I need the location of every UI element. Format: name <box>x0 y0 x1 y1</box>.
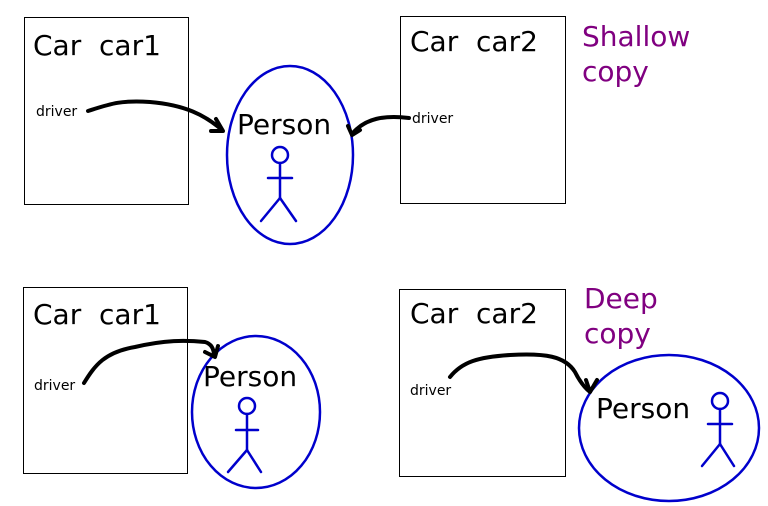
shallow-car2-driver-field: driver <box>412 111 453 127</box>
deep-person-2-ellipse <box>577 353 761 503</box>
shallow-car1-title: Car car1 <box>33 29 161 62</box>
deep-car2-driver-field: driver <box>410 383 451 399</box>
shallow-car2-box: Car car2 driver <box>400 16 566 204</box>
shallow-shared-person: Person <box>225 64 355 246</box>
deep-car1-driver-arrow <box>82 338 220 385</box>
deep-caption-line1: Deep <box>584 282 658 315</box>
deep-person-2: Person <box>577 353 761 503</box>
deep-copy-section: Car car1 driver Car car2 driver Person P <box>23 282 761 503</box>
deep-person-2-label: Person <box>596 392 690 425</box>
deep-car2-box: Car car2 driver <box>399 289 566 477</box>
shallow-person-label: Person <box>237 108 331 141</box>
deep-car1-title: Car car1 <box>33 298 161 331</box>
shallow-car1-box: Car car1 driver <box>24 17 189 205</box>
deep-person-1: Person <box>190 334 322 490</box>
shallow-person-ellipse <box>225 64 355 246</box>
deep-car1-driver-field: driver <box>34 378 75 394</box>
deep-person-1-label: Person <box>203 360 297 393</box>
deep-caption-line2: copy <box>584 317 651 350</box>
shallow-caption-line2: copy <box>582 55 649 88</box>
deep-car1-box: Car car1 driver <box>23 287 188 474</box>
shallow-car1-driver-field: driver <box>36 104 77 120</box>
stick-figure-icon <box>700 391 736 468</box>
stick-figure-icon <box>259 145 298 223</box>
shallow-car2-title: Car car2 <box>410 25 538 58</box>
stick-figure-icon <box>226 396 263 474</box>
deep-car2-driver-arrow <box>448 352 599 394</box>
shallow-car1-driver-arrow <box>86 99 225 133</box>
shallow-caption-line1: Shallow <box>582 20 690 53</box>
deep-car2-title: Car car2 <box>410 297 538 330</box>
shallow-car2-driver-arrow <box>346 114 411 137</box>
deep-person-1-ellipse <box>190 334 322 490</box>
shallow-copy-section: Car car1 driver Car car2 driver Person <box>24 16 690 246</box>
